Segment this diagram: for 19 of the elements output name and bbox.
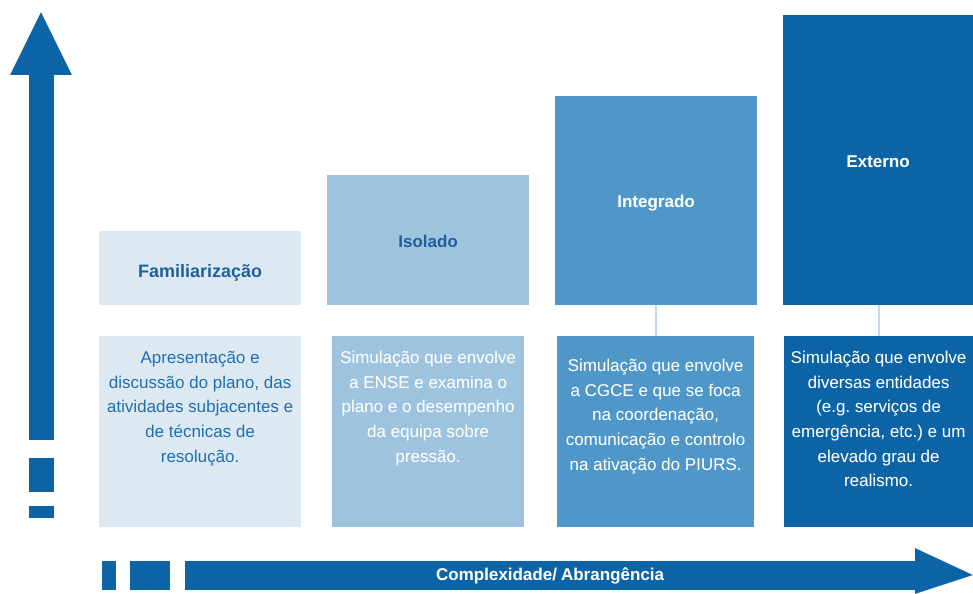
connector-line (655, 305, 657, 336)
description-box (99, 336, 301, 527)
stage-box (99, 231, 301, 305)
stage-box (555, 96, 757, 305)
description-box (784, 336, 973, 527)
stage-title: Externo (846, 151, 910, 173)
description-text: Simulação que envolve a ENSE e examina o plano e o desempenho da equipa sobre pressão. (339, 347, 517, 468)
stage-title: Isolado (398, 231, 458, 253)
description-text: Simulação que envolve diversas entidades (e.g. serviços de emergência, etc.) e um elevado grau de realismo. (790, 347, 967, 492)
stage-box (327, 175, 529, 305)
description-text: Apresentação e discussão do plano, das atividades subjacentes e de técnicas de resolução. (106, 347, 294, 468)
description-box (332, 336, 524, 527)
stage-box (783, 15, 973, 305)
stage-title: Integrado (617, 191, 695, 213)
description-text: Simulação que envolve a CGCE e que se foca na coordenação, comunicação e controlo na ativação do PIURS. (564, 355, 746, 476)
stage-title: Familiarização (138, 260, 262, 283)
connector-line (878, 305, 880, 336)
axis-label: Complexidade/ Abrangência (435, 564, 665, 586)
description-box (557, 336, 754, 527)
